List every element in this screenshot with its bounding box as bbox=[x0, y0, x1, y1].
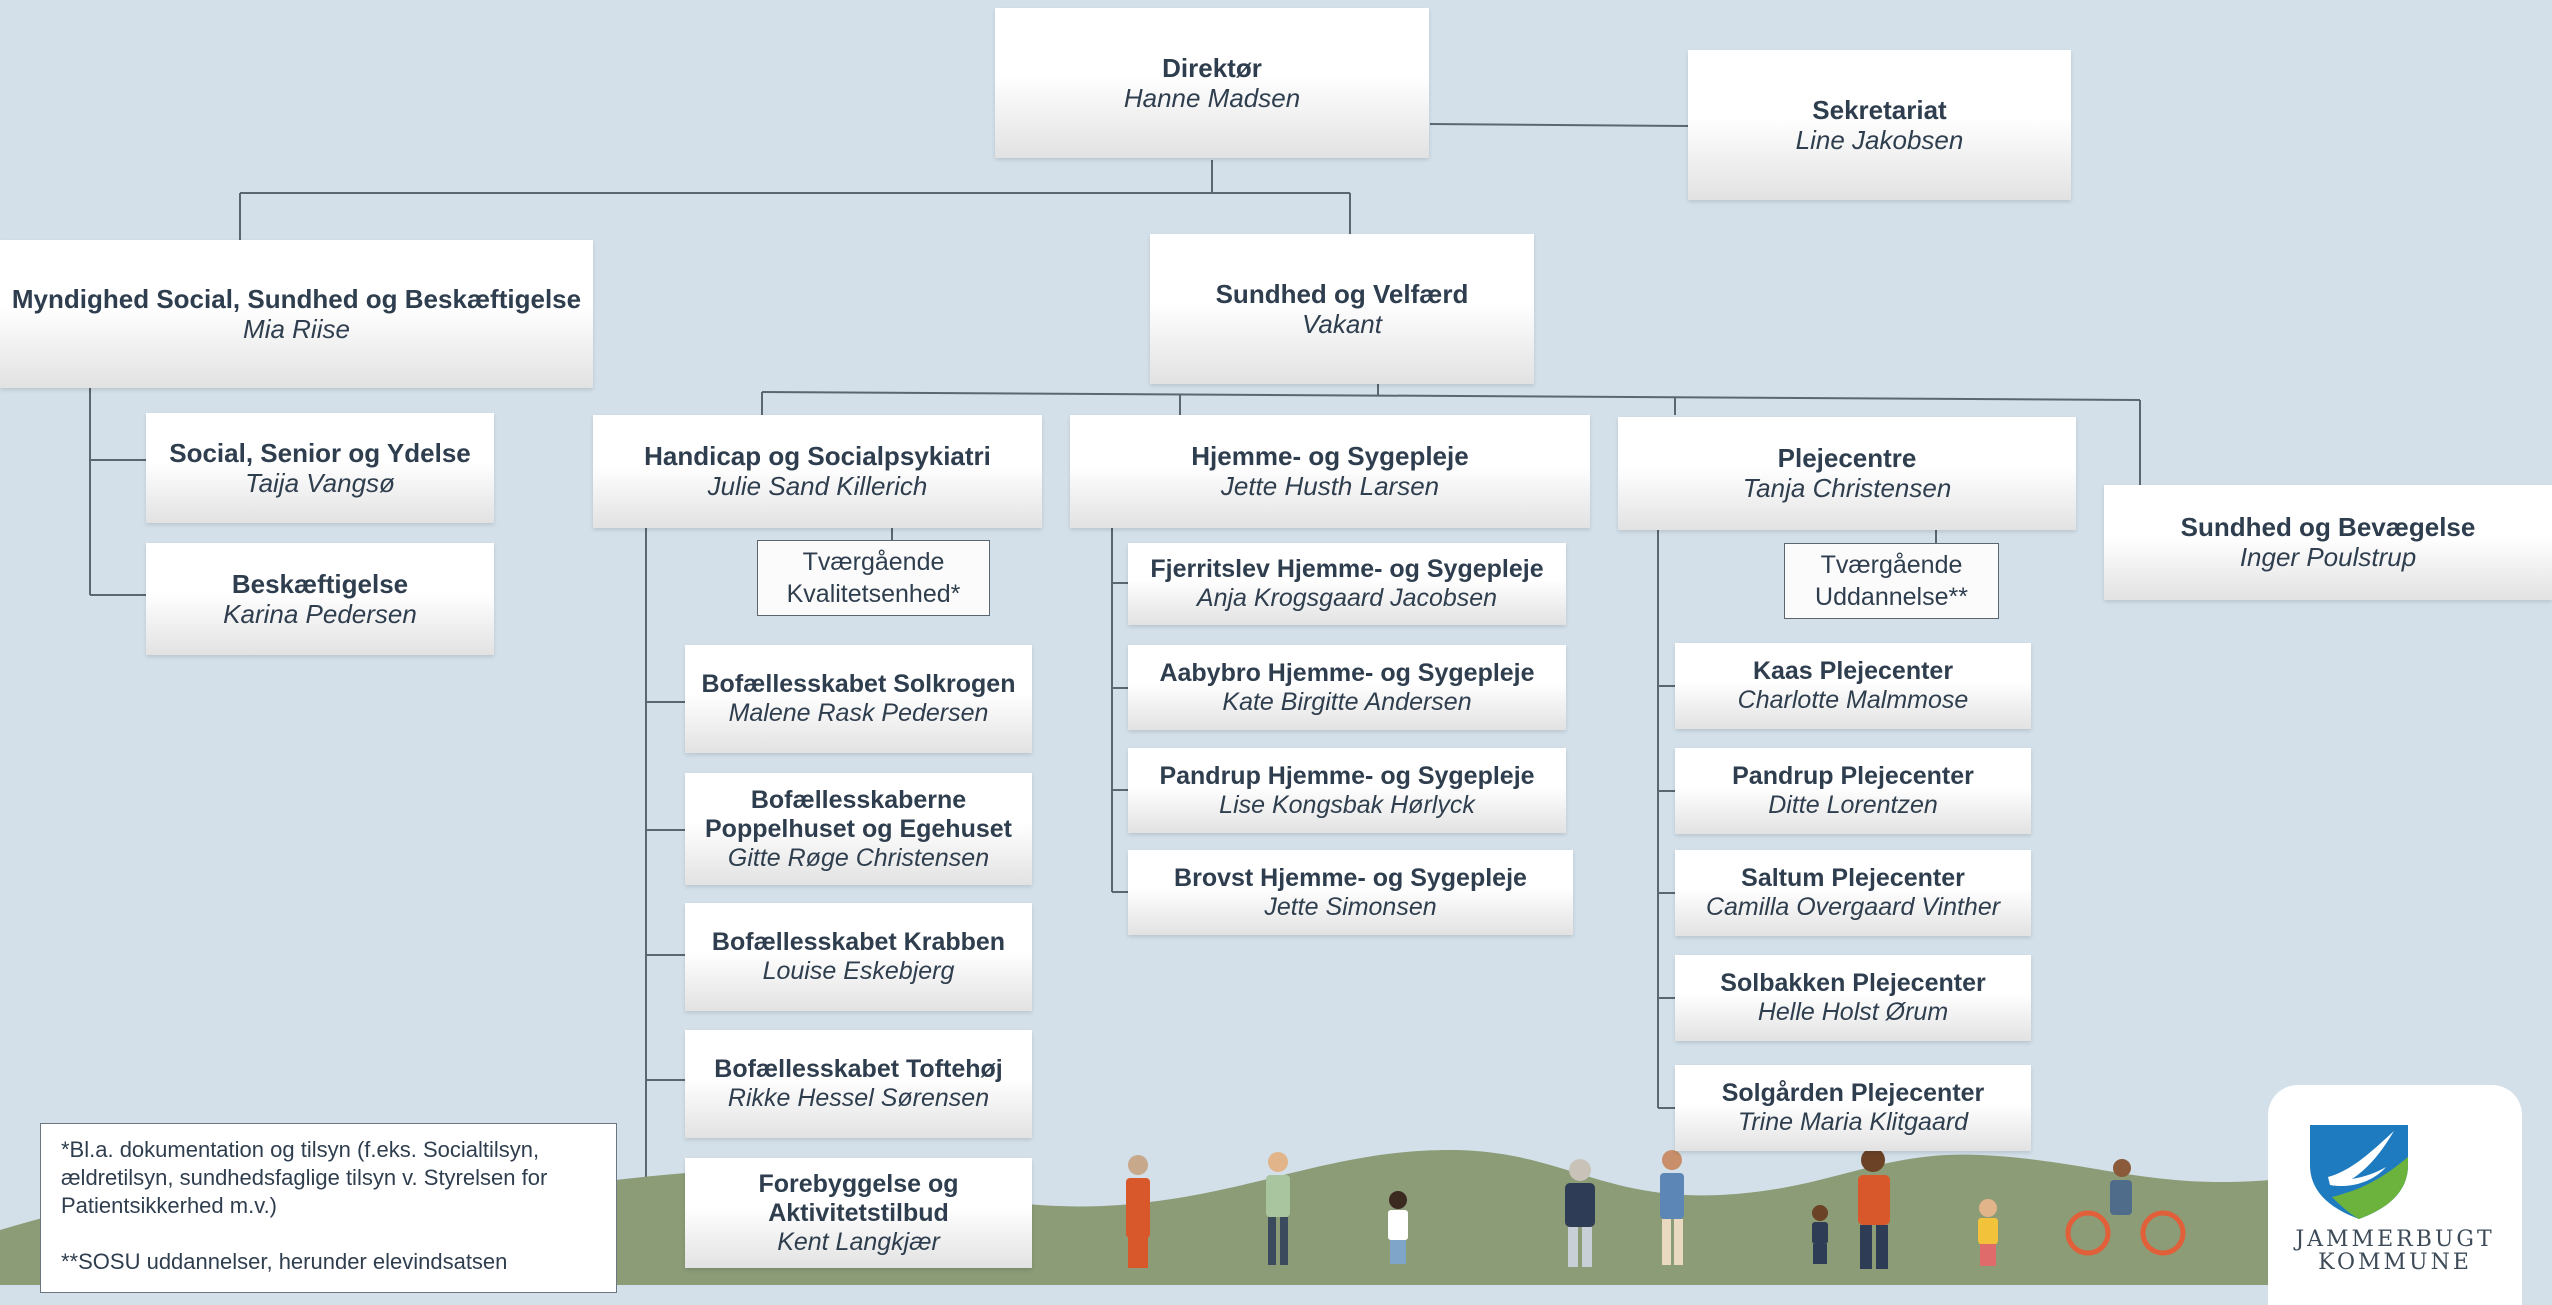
poppelhuset-name: Gitte Røge Christensen bbox=[727, 843, 990, 872]
pandrup-nursing-box: Pandrup Plejecenter Ditte Lorentzen bbox=[1675, 748, 2031, 834]
authority-title: Myndighed Social, Sundhed og Beskæftigel… bbox=[11, 283, 582, 314]
footnote-quality: *Bl.a. dokumentation og tilsyn (f.eks. S… bbox=[61, 1137, 548, 1218]
pandrup-home-name: Lise Kongsbak Hørlyck bbox=[1219, 790, 1475, 819]
home-care-name: Jette Husth Larsen bbox=[1220, 471, 1440, 501]
director-box: Direktør Hanne Madsen bbox=[995, 8, 1429, 158]
education-unit-line1: Tværgående bbox=[1820, 551, 1963, 579]
solkrogen-name: Malene Rask Pedersen bbox=[728, 699, 989, 727]
logo-line2: KOMMUNE bbox=[2318, 1250, 2472, 1275]
pandrup-nursing-title: Pandrup Plejecenter bbox=[1732, 762, 1974, 790]
brovst-name: Jette Simonsen bbox=[1264, 892, 1437, 921]
jammerbugt-shield-icon bbox=[2310, 1125, 2408, 1219]
education-unit-line2: Uddannelse** bbox=[1815, 583, 1968, 611]
health-welfare-title: Sundhed og Velfærd bbox=[1215, 278, 1469, 309]
fjerritslev-name: Anja Krogsgaard Jacobsen bbox=[1196, 584, 1498, 612]
krabben-title: Bofællesskabet Krabben bbox=[711, 928, 1006, 956]
secretariat-title: Sekretariat bbox=[1812, 94, 1947, 125]
kaas-name: Charlotte Malmmose bbox=[1737, 686, 1969, 714]
secretariat-box: Sekretariat Line Jakobsen bbox=[1688, 50, 2071, 200]
aabybro-box: Aabybro Hjemme- og Sygepleje Kate Birgit… bbox=[1128, 645, 1566, 730]
pandrup-nursing-name: Ditte Lorentzen bbox=[1768, 791, 1938, 819]
employment-box: Beskæftigelse Karina Pedersen bbox=[146, 543, 494, 655]
nursing-name: Tanja Christensen bbox=[1742, 473, 1952, 503]
social-senior-title: Social, Senior og Ydelse bbox=[169, 437, 471, 468]
saltum-title: Saltum Plejecenter bbox=[1741, 864, 1965, 892]
logo-line1: JAMMERBUGT bbox=[2295, 1227, 2495, 1252]
health-welfare-name: Vakant bbox=[1302, 308, 1382, 339]
health-movement-box: Sundhed og Bevægelse Inger Poulstrup bbox=[2104, 485, 2552, 600]
toftehoj-title: Bofællesskabet Toftehøj bbox=[714, 1055, 1003, 1083]
solbakken-box: Solbakken Plejecenter Helle Holst Ørum bbox=[1675, 955, 2031, 1041]
solgarden-title: Solgården Plejecenter bbox=[1721, 1079, 1985, 1107]
nursing-title: Plejecentre bbox=[1777, 443, 1917, 473]
footnote-box: *Bl.a. dokumentation og tilsyn (f.eks. S… bbox=[40, 1123, 617, 1293]
prevention-name: Kent Langkjær bbox=[777, 1227, 940, 1256]
brovst-box: Brovst Hjemme- og Sygepleje Jette Simons… bbox=[1128, 850, 1573, 935]
fjerritslev-title: Fjerritslev Hjemme- og Sygepleje bbox=[1150, 555, 1544, 583]
authority-name: Mia Riise bbox=[243, 313, 350, 344]
handicap-box: Handicap og Socialpsykiatri Julie Sand K… bbox=[593, 415, 1042, 528]
pandrup-home-title: Pandrup Hjemme- og Sygepleje bbox=[1159, 761, 1535, 790]
solkrogen-box: Bofællesskabet Solkrogen Malene Rask Ped… bbox=[685, 645, 1032, 753]
health-movement-name: Inger Poulstrup bbox=[2239, 542, 2417, 572]
director-name: Hanne Madsen bbox=[1123, 82, 1301, 113]
kaas-title: Kaas Plejecenter bbox=[1752, 657, 1954, 685]
quality-unit-box: Tværgående Kvalitetsenhed* bbox=[757, 540, 990, 616]
prevention-box: Forebyggelse og Aktivitetstilbud Kent La… bbox=[685, 1158, 1032, 1268]
nursing-box: Plejecentre Tanja Christensen bbox=[1618, 417, 2076, 530]
krabben-name: Louise Eskebjerg bbox=[762, 957, 955, 985]
poppelhuset-title: Bofællesskaberne Poppelhuset og Egehuset bbox=[705, 785, 1012, 843]
solgarden-box: Solgården Plejecenter Trine Maria Klitga… bbox=[1675, 1065, 2031, 1151]
toftehoj-name: Rikke Hessel Sørensen bbox=[727, 1084, 990, 1112]
people-figures bbox=[1126, 1148, 2186, 1269]
handicap-name: Julie Sand Killerich bbox=[707, 471, 928, 501]
poppelhuset-box: Bofællesskaberne Poppelhuset og Egehuset… bbox=[685, 773, 1032, 885]
solbakken-title: Solbakken Plejecenter bbox=[1720, 969, 1986, 997]
authority-box: Myndighed Social, Sundhed og Beskæftigel… bbox=[0, 240, 593, 388]
home-care-box: Hjemme- og Sygepleje Jette Husth Larsen bbox=[1070, 415, 1590, 528]
toftehoj-box: Bofællesskabet Toftehøj Rikke Hessel Sør… bbox=[685, 1030, 1032, 1138]
quality-unit-line2: Kvalitetsenhed* bbox=[786, 580, 961, 608]
prevention-title: Forebyggelse og Aktivitetstilbud bbox=[758, 1169, 959, 1227]
pandrup-home-box: Pandrup Hjemme- og Sygepleje Lise Kongsb… bbox=[1128, 748, 1566, 833]
solgarden-name: Trine Maria Klitgaard bbox=[1737, 1108, 1969, 1136]
logo-wordmark: JAMMERBUGT KOMMUNE bbox=[2268, 1228, 2522, 1274]
krabben-box: Bofællesskabet Krabben Louise Eskebjerg bbox=[685, 903, 1032, 1011]
director-title: Direktør bbox=[1162, 52, 1262, 83]
logo-card bbox=[2268, 1085, 2522, 1305]
aabybro-name: Kate Birgitte Andersen bbox=[1222, 687, 1472, 716]
social-senior-box: Social, Senior og Ydelse Taija Vangsø bbox=[146, 413, 494, 523]
secretariat-name: Line Jakobsen bbox=[1795, 124, 1964, 155]
saltum-box: Saltum Plejecenter Camilla Overgaard Vin… bbox=[1675, 850, 2031, 936]
quality-unit-line1: Tværgående bbox=[802, 548, 945, 576]
health-welfare-box: Sundhed og Velfærd Vakant bbox=[1150, 234, 1534, 384]
social-senior-name: Taija Vangsø bbox=[245, 467, 395, 498]
kaas-box: Kaas Plejecenter Charlotte Malmmose bbox=[1675, 643, 2031, 729]
education-unit-box: Tværgående Uddannelse** bbox=[1784, 543, 1999, 619]
solkrogen-title: Bofællesskabet Solkrogen bbox=[701, 670, 1016, 698]
aabybro-title: Aabybro Hjemme- og Sygepleje bbox=[1159, 658, 1535, 687]
home-care-title: Hjemme- og Sygepleje bbox=[1191, 441, 1469, 471]
brovst-title: Brovst Hjemme- og Sygepleje bbox=[1174, 863, 1527, 892]
employment-name: Karina Pedersen bbox=[223, 598, 417, 629]
solbakken-name: Helle Holst Ørum bbox=[1757, 998, 1949, 1026]
saltum-name: Camilla Overgaard Vinther bbox=[1705, 893, 2001, 921]
fjerritslev-box: Fjerritslev Hjemme- og Sygepleje Anja Kr… bbox=[1128, 543, 1566, 625]
employment-title: Beskæftigelse bbox=[231, 568, 409, 599]
health-movement-title: Sundhed og Bevægelse bbox=[2180, 512, 2476, 542]
handicap-title: Handicap og Socialpsykiatri bbox=[644, 441, 991, 471]
footnote-education: **SOSU uddannelser, herunder elevindsats… bbox=[61, 1249, 508, 1274]
